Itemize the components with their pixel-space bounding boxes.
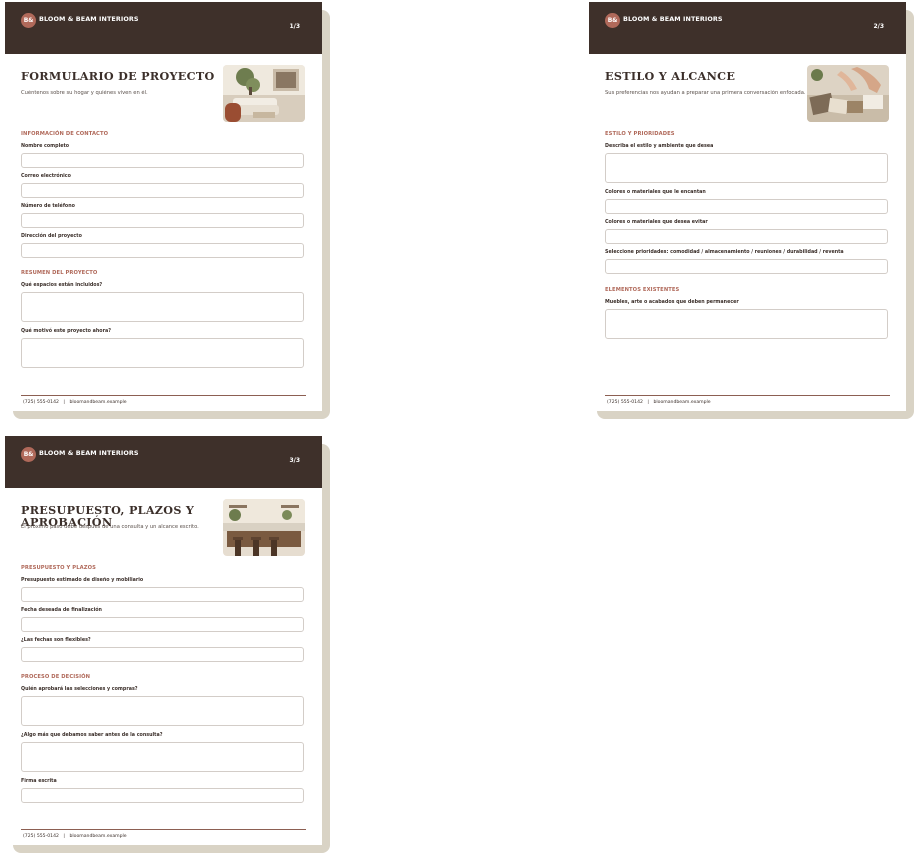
brand-name: BLOOM & BEAM INTERIORS [39,15,139,23]
section-title: PRESUPUESTO Y PLAZOS [21,565,96,571]
page-sheet: B& BLOOM & BEAM INTERIORS 3/3 [5,436,322,845]
field-label: Colores o materiales que le encantan [605,190,706,195]
brand-name: BLOOM & BEAM INTERIORS [39,449,139,457]
footer-divider [605,395,890,396]
signature-input[interactable] [21,788,304,803]
page-header: B& BLOOM & BEAM INTERIORS 1/3 [5,2,322,54]
footer-divider [21,395,306,396]
budget-input[interactable] [21,587,304,602]
field-label: ¿Las fechas son flexibles? [21,638,91,643]
form-page-3: B& BLOOM & BEAM INTERIORS 3/3 [5,436,330,853]
form-page-2: B& BLOOM & BEAM INTERIORS 2/3 ESTILO Y A… [589,2,914,419]
field-label: Muebles, arte o acabados que deben perma… [605,300,739,305]
page-title: FORMULARIO DE PROYECTO [21,69,215,83]
footer-website: bloomandbeam.example [69,834,127,839]
footer-separator: | [647,400,649,405]
field-label: Dirección del proyecto [21,234,82,239]
field-label: Correo electrónico [21,174,71,179]
page-subtitle: Cuéntenos sobre su hogar y quiénes viven… [21,90,148,96]
completion-date-input[interactable] [21,617,304,632]
brand-logo-badge: B& [21,447,36,462]
page-number: 2/3 [873,23,884,30]
field-label: ¿Algo más que debamos saber antes de la … [21,733,163,738]
project-address-input[interactable] [21,243,304,258]
page-header: B& BLOOM & BEAM INTERIORS 3/3 [5,436,322,488]
page-number: 3/3 [289,457,300,464]
style-description-textarea[interactable] [605,153,888,183]
page-sheet: B& BLOOM & BEAM INTERIORS 1/3 FORMULARIO… [5,2,322,411]
priorities-input[interactable] [605,259,888,274]
section-title: ELEMENTOS EXISTENTES [605,287,680,293]
page-subtitle: Sus preferencias nos ayudan a preparar u… [605,90,806,96]
field-label: Quién aprobará las selecciones y compras… [21,687,138,692]
living-room-photo [223,65,305,122]
section-title: INFORMACIÓN DE CONTACTO [21,131,109,137]
approver-textarea[interactable] [21,696,304,726]
footer-website: bloomandbeam.example [69,400,127,405]
loved-materials-input[interactable] [605,199,888,214]
footer-phone: (725) 555-0142 [607,400,643,405]
material-samples-photo [807,65,889,122]
page-footer: (725) 555-0142 | bloomandbeam.example [23,400,127,405]
email-input[interactable] [21,183,304,198]
spaces-included-textarea[interactable] [21,292,304,322]
page-subtitle: El próximo paso debe después de una cons… [21,524,199,530]
page-header: B& BLOOM & BEAM INTERIORS 2/3 [589,2,906,54]
brand-logo-badge: B& [605,13,620,28]
field-label: Nombre completo [21,144,70,149]
footer-divider [21,829,306,830]
form-page-1: B& BLOOM & BEAM INTERIORS 1/3 FORMULARIO… [5,2,330,419]
avoided-materials-input[interactable] [605,229,888,244]
phone-input[interactable] [21,213,304,228]
section-title: RESUMEN DEL PROYECTO [21,270,98,276]
field-label: Firma escrita [21,779,57,784]
field-label: Fecha deseada de finalización [21,608,102,613]
footer-phone: (725) 555-0142 [23,400,59,405]
field-label: Número de teléfono [21,204,75,209]
kitchen-photo [223,499,305,556]
page-number: 1/3 [289,23,300,30]
brand-name: BLOOM & BEAM INTERIORS [623,15,723,23]
field-label: Qué motivó este proyecto ahora? [21,329,111,334]
footer-separator: | [63,834,65,839]
footer-phone: (725) 555-0142 [23,834,59,839]
existing-elements-textarea[interactable] [605,309,888,339]
full-name-input[interactable] [21,153,304,168]
flexible-dates-input[interactable] [21,647,304,662]
field-label: Colores o materiales que desea evitar [605,220,708,225]
brand-logo-badge: B& [21,13,36,28]
field-label: Describa el estilo y ambiente que desea [605,144,714,149]
page-sheet: B& BLOOM & BEAM INTERIORS 2/3 ESTILO Y A… [589,2,906,411]
field-label: Seleccione prioridades: comodidad / alma… [605,250,844,255]
project-motivation-textarea[interactable] [21,338,304,368]
footer-website: bloomandbeam.example [653,400,711,405]
page-title: ESTILO Y ALCANCE [605,69,736,83]
page-title: PRESUPUESTO, PLAZOS Y APROBACIÓN [21,503,195,529]
page-footer: (725) 555-0142 | bloomandbeam.example [607,400,711,405]
section-title: ESTILO Y PRIORIDADES [605,131,675,137]
field-label: Presupuesto estimado de diseño y mobilia… [21,578,144,583]
page-footer: (725) 555-0142 | bloomandbeam.example [23,834,127,839]
additional-info-textarea[interactable] [21,742,304,772]
section-title: PROCESO DE DECISIÓN [21,674,91,680]
footer-separator: | [63,400,65,405]
field-label: Qué espacios están incluidos? [21,283,103,288]
